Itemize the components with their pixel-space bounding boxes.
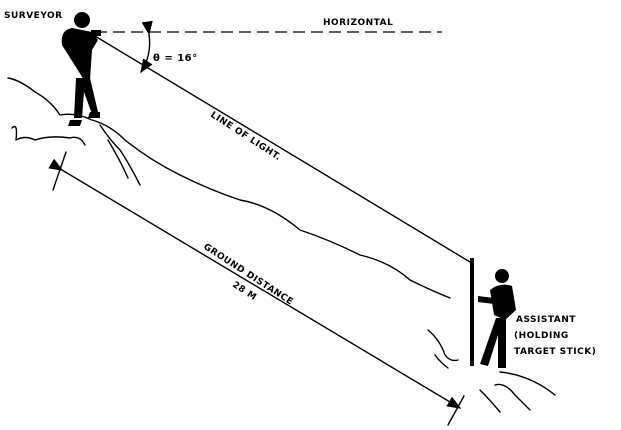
terrain-bush — [427, 329, 459, 369]
terrain-ridge — [99, 124, 141, 186]
terrain-right — [479, 371, 556, 413]
terrain-cliff-left — [11, 125, 86, 146]
line-of-sight — [94, 35, 471, 263]
ground-distance-tick-end — [447, 395, 465, 426]
assistant-figure — [478, 269, 516, 368]
surveyor-figure — [61, 12, 101, 126]
ground-distance-tick-start — [52, 151, 67, 191]
surveyor-label: SURVEYOR — [4, 11, 63, 21]
angle-label: θ = 16° — [153, 53, 198, 64]
assistant-label-line3: TARGET STICK) — [514, 347, 596, 357]
ground-distance-arrow — [48, 158, 462, 409]
line-of-sight-label: LINE OF LIGHT. — [208, 110, 282, 163]
assistant-label-line2: (HOLDING — [514, 331, 569, 341]
horizontal-label: HORIZONTAL — [323, 18, 393, 28]
angle-arc — [140, 20, 153, 74]
assistant-label: ASSISTANT — [516, 315, 576, 325]
